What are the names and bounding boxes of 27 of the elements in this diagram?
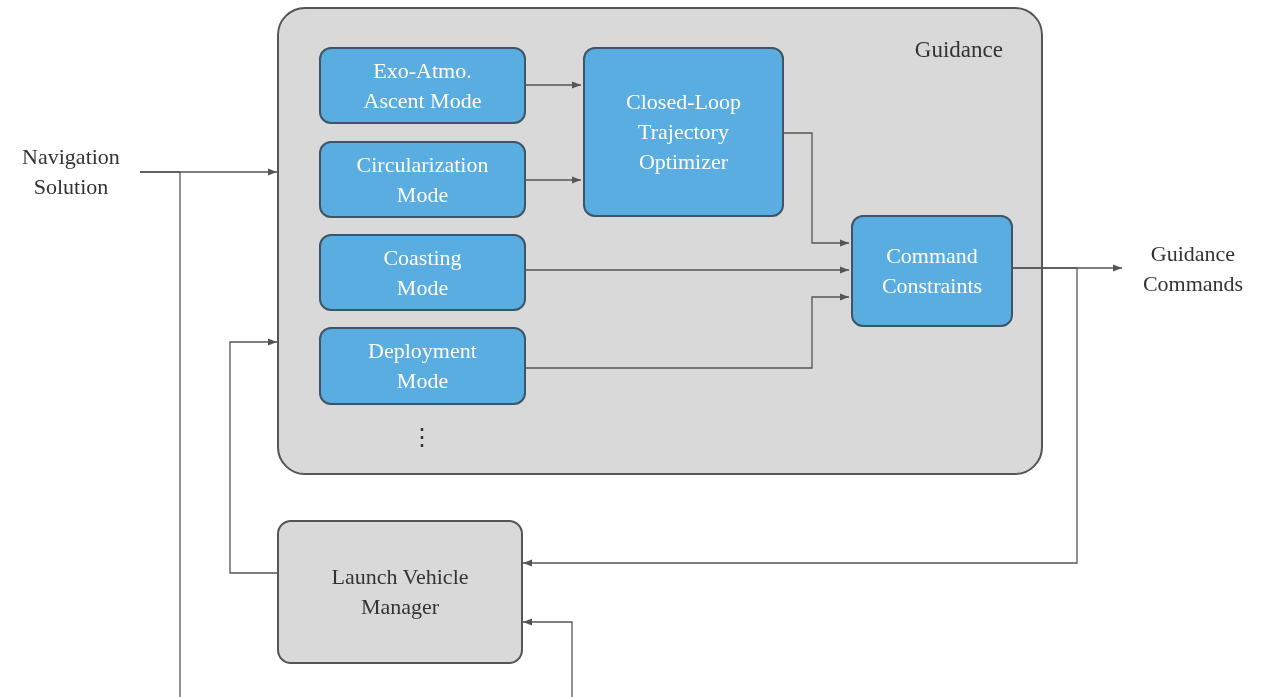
box-label: Launch Vehicle Manager (330, 563, 470, 621)
signal-label: Guidance Commands (1141, 240, 1245, 298)
box-label: Exo-Atmo. Ascent Mode (362, 56, 483, 115)
process-box (583, 47, 784, 217)
connector-arrow (522, 267, 1078, 567)
process-box (319, 234, 526, 311)
process-box (319, 327, 526, 405)
box-label: Deployment Mode (367, 337, 478, 395)
group-panel (277, 7, 1043, 475)
connector-arrow (229, 338, 278, 574)
box-label: Coasting Mode (382, 243, 463, 302)
connector-arrow (781, 132, 850, 247)
box-label: Command Constraints (880, 242, 984, 300)
panel-title: Guidance (914, 36, 1003, 64)
connector-arrow (523, 176, 582, 184)
connector-arrow (523, 293, 850, 369)
process-box (319, 141, 526, 218)
box-label: Closed-Loop Trajectory Optimizer (625, 88, 742, 176)
ellipsis-mark: ⋮ (410, 423, 434, 452)
connector-arrow (522, 618, 573, 697)
box-label: Circularization Mode (355, 150, 490, 209)
connector-arrow (523, 81, 582, 89)
process-box (319, 47, 526, 124)
process-box (277, 520, 523, 664)
process-box (851, 215, 1013, 327)
connector-arrow (523, 266, 850, 274)
signal-label: Navigation Solution (21, 143, 121, 201)
